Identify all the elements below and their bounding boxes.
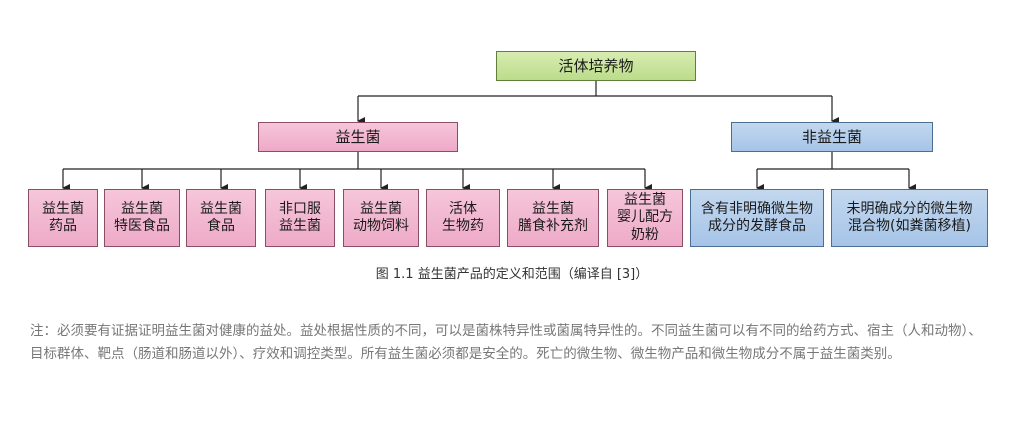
leaf-probiotic-infant-formula: 益生菌 婴儿配方 奶粉: [607, 189, 683, 247]
probiotic-node: 益生菌: [258, 122, 458, 152]
leaf-probiotic-supplement: 益生菌 膳食补充剂: [507, 189, 599, 247]
leaf-live-biotherapeutic: 活体 生物药: [426, 189, 500, 247]
leaf-label: 益生菌 膳食补充剂: [518, 200, 588, 235]
root-node: 活体培养物: [496, 51, 696, 81]
connector-lines: [62, 81, 916, 192]
non-probiotic-node: 非益生菌: [731, 122, 933, 152]
non-probiotic-node-label: 非益生菌: [801, 127, 862, 146]
leaf-label: 益生菌 特医食品: [114, 200, 170, 235]
leaf-microbial-mixture: 未明确成分的微生物 混合物(如粪菌移植): [831, 189, 988, 247]
leaf-label: 益生菌 动物饲料: [353, 200, 409, 235]
root-node-label: 活体培养物: [558, 56, 634, 75]
leaf-fermented-food: 含有非明确微生物 成分的发酵食品: [690, 189, 824, 247]
leaf-label: 益生菌 婴儿配方 奶粉: [617, 191, 673, 243]
leaf-label: 益生菌 食品: [200, 200, 242, 235]
leaf-label: 未明确成分的微生物 混合物(如粪菌移植): [846, 200, 973, 235]
probiotic-node-label: 益生菌: [335, 127, 381, 146]
leaf-probiotic-food: 益生菌 食品: [186, 189, 256, 247]
leaf-label: 非口服 益生菌: [279, 200, 321, 235]
leaf-label: 含有非明确微生物 成分的发酵食品: [701, 200, 813, 235]
leaf-non-oral-probiotic: 非口服 益生菌: [265, 189, 335, 247]
leaf-label: 活体 生物药: [442, 200, 484, 235]
figure-caption: 图 1.1 益生菌产品的定义和范围（编译自 [3]）: [375, 267, 649, 282]
leaf-probiotic-animal-feed: 益生菌 动物饲料: [343, 189, 419, 247]
footnote-text: 注：必须要有证据证明益生菌对健康的益处。益处根据性质的不同，可以是菌株特异性或菌…: [30, 323, 982, 362]
leaf-probiotic-medical-food: 益生菌 特医食品: [104, 189, 180, 247]
leaf-probiotic-drug: 益生菌 药品: [28, 189, 98, 247]
leaf-label: 益生菌 药品: [42, 200, 84, 235]
